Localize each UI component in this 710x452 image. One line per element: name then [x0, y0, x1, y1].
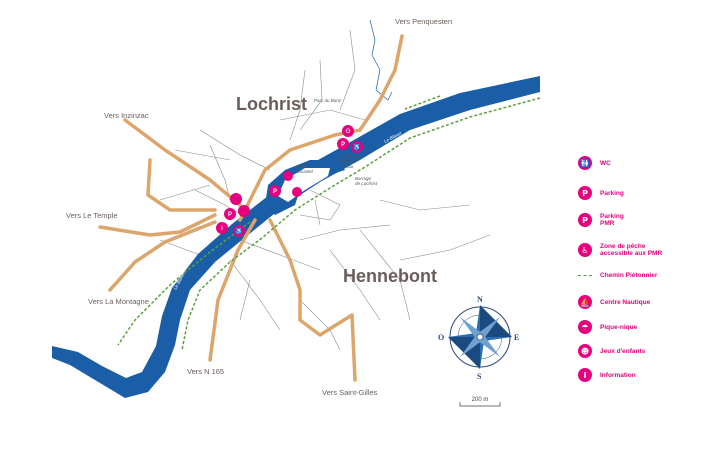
picnic-icon: ☂ — [578, 320, 592, 334]
legend-item: ⛵ Centre Nautique — [578, 295, 650, 309]
legend-item: ♿ Zone de pêche accessible aux PMR — [578, 243, 662, 257]
dest-inzinzac: Vers Inzinzac — [104, 111, 149, 120]
dest-la-montagne: Vers La Montagne — [88, 297, 149, 306]
legend-item: ☻ Jeux d'enfants — [578, 344, 645, 358]
poi-sailboat-icon — [283, 171, 293, 181]
poi-fishing-pmr-icon-2 — [233, 225, 245, 237]
playground-icon: ☻ — [578, 344, 592, 358]
compass-rose: N S E O — [438, 295, 519, 381]
legend-label: Parking — [600, 189, 624, 197]
poi-parking-icon-2 — [269, 185, 281, 197]
poi-playground-icon — [292, 187, 302, 197]
compass-south: S — [477, 372, 482, 381]
legend-label: Jeux d'enfants — [600, 347, 646, 355]
poi-markers — [216, 125, 363, 237]
pedestrian-path — [117, 95, 541, 351]
place-parc-bunz: Parc du Bunz — [314, 98, 342, 103]
sailboat-icon: ⛵ — [578, 295, 592, 309]
svg-text:i: i — [221, 226, 223, 232]
legend-item: i Information — [578, 368, 636, 382]
legend-label: WC — [600, 159, 611, 167]
road-network — [98, 34, 404, 382]
compass-west: O — [438, 333, 444, 342]
poi-fishing-pmr-icon — [351, 141, 363, 153]
compass-east: E — [514, 333, 519, 342]
dest-penquesten: Vers Penquesten — [395, 17, 452, 26]
legend-label: Parking PMR — [600, 213, 624, 227]
parking-icon: P — [578, 186, 592, 200]
fishing-pmr-icon: ♿ — [578, 243, 592, 257]
svg-text:♿: ♿ — [353, 143, 361, 151]
legend-item: P Parking PMR — [578, 213, 624, 227]
svg-text:P: P — [228, 212, 232, 218]
stream-penquesten — [369, 19, 393, 101]
dashed-line-icon — [578, 275, 592, 276]
poi-parking-icon-3 — [224, 208, 236, 220]
dest-saint-gilles: Vers Saint-Gilles — [322, 388, 378, 397]
scale-bar — [459, 402, 501, 407]
compass-north: N — [477, 295, 483, 304]
legend-label: Zone de pêche accessible aux PMR — [600, 243, 663, 257]
poi-wc-icon-2 — [230, 193, 242, 205]
dest-le-temple: Vers Le Temple — [66, 211, 118, 220]
legend-item: P Parking — [578, 186, 624, 200]
river-main — [52, 76, 540, 398]
svg-text:P: P — [341, 142, 345, 148]
svg-text:P: P — [273, 189, 277, 195]
svg-text:⚇: ⚇ — [345, 128, 350, 135]
parking-pmr-icon: P — [578, 213, 592, 227]
legend-label: Chemin Piétonnier — [600, 272, 658, 279]
wc-icon: 🚻 — [578, 156, 592, 170]
poi-playground-icon-2 — [238, 205, 250, 217]
legend-label: Centre Nautique — [600, 298, 651, 306]
poi-info-icon — [216, 222, 228, 234]
legend-label: Pique-nique — [600, 323, 638, 331]
svg-text:♿: ♿ — [235, 227, 243, 235]
legend-item: ☂ Pique-nique — [578, 320, 637, 334]
town-hennebont: Hennebont — [343, 266, 437, 286]
info-icon: i — [578, 368, 592, 382]
legend-item: 🚻 WC — [578, 156, 611, 170]
legend-item: Chemin Piétonnier — [578, 272, 657, 279]
town-lochrist: Lochrist — [236, 94, 307, 114]
poi-parking-icon — [337, 138, 349, 150]
street-network — [159, 29, 491, 351]
poi-wc-icon — [342, 125, 354, 137]
scale-label: 200 m — [471, 397, 489, 403]
dest-n165: Vers N 165 — [187, 367, 224, 376]
legend-label: Information — [600, 371, 636, 379]
